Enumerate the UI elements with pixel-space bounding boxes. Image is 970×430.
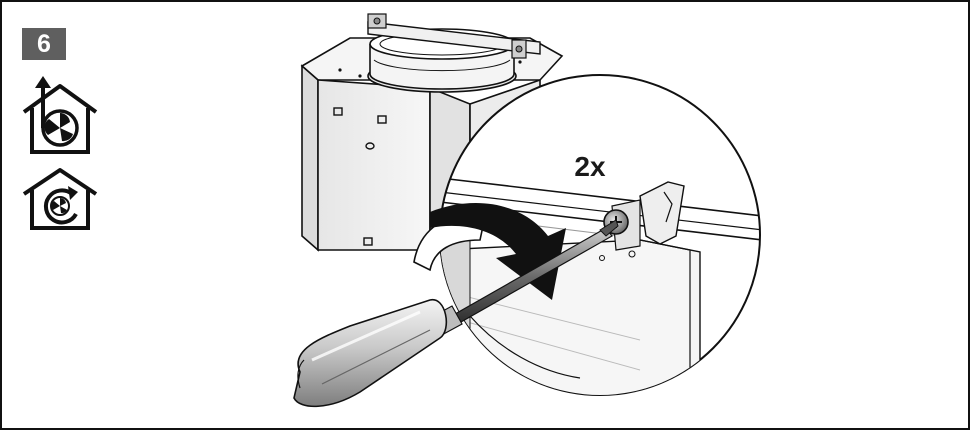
quantity-label: 2x: [574, 151, 606, 182]
air-outlet-collar: [367, 28, 517, 93]
lens-edge-strip: [469, 315, 581, 379]
top-bracket: [367, 13, 541, 59]
screwdriver: [293, 219, 619, 408]
step-number-badge: 6: [22, 28, 66, 60]
house-fan-arrow-up-icon: [22, 76, 98, 154]
house-fan-circulation-icon: [22, 168, 98, 230]
